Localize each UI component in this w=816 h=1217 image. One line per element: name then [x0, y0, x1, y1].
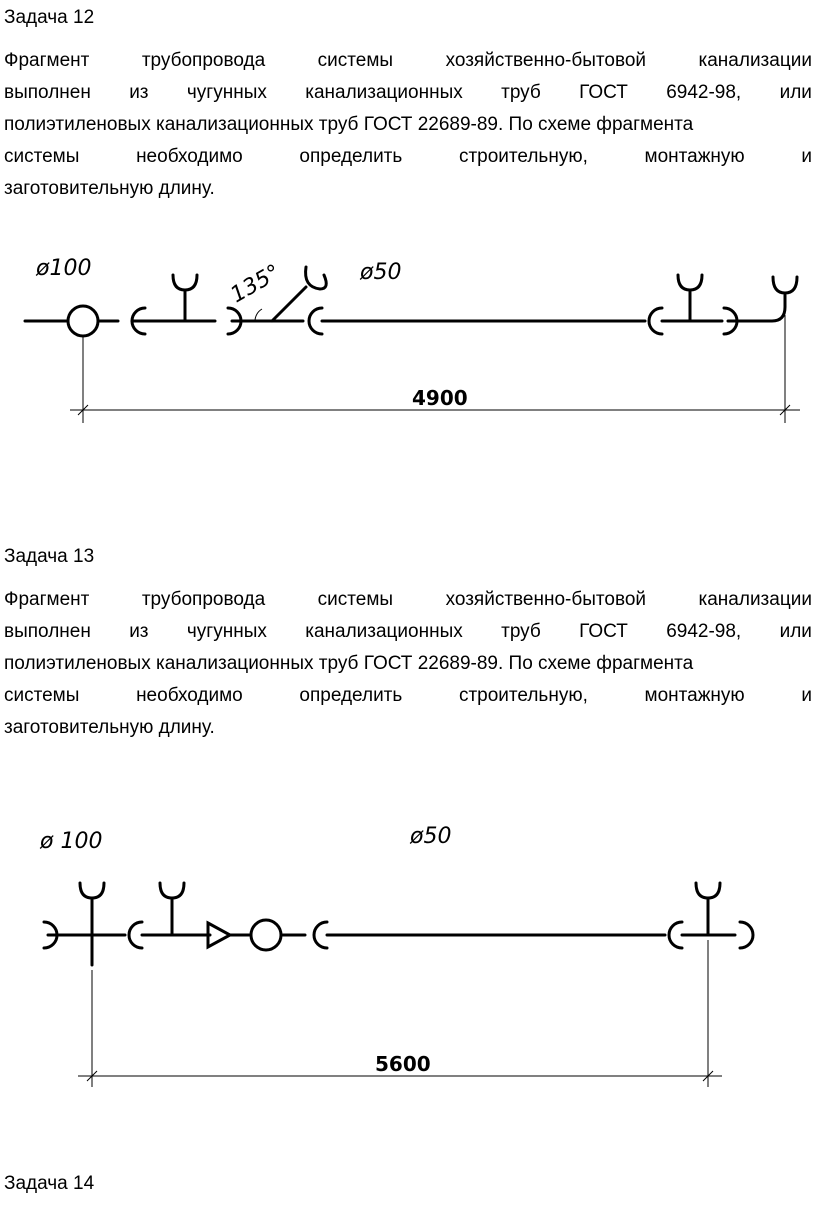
- word: ГОСТ: [579, 621, 628, 642]
- dimension-tick: [77, 404, 89, 416]
- diameter-label-right: ø50: [409, 824, 451, 849]
- task-12-diagram: 135° ø100 ø50 4900: [23, 256, 800, 423]
- socket-joint: [312, 920, 329, 950]
- socket-joint: [127, 920, 144, 950]
- dimension-label: 5600: [375, 1052, 431, 1076]
- diameter-label-left: ø100: [35, 256, 91, 281]
- dimension-tick: [702, 1070, 714, 1082]
- socket-joint: [307, 306, 324, 336]
- angle-arc: [254, 308, 263, 322]
- word: определить: [299, 685, 403, 706]
- word: необходимо: [136, 685, 243, 706]
- word: 6942-98,: [666, 82, 742, 103]
- word: хозяйственно-бытовой: [445, 589, 646, 610]
- diameter-label-left: ø 100: [39, 829, 102, 854]
- task-14-heading: Задача 14: [4, 1173, 95, 1194]
- revision-circle: [249, 918, 283, 952]
- text-line: системы необходимо определить строительную,…: [4, 141, 812, 173]
- word: определить: [299, 146, 403, 167]
- word: системы: [4, 146, 80, 167]
- funnel-fitting: [771, 275, 799, 295]
- task-12-text: Фрагмент трубопровода системы хозяйственно-…: [4, 45, 812, 205]
- word: монтажную: [644, 146, 745, 167]
- word: Фрагмент: [4, 50, 90, 71]
- reducer-fitting: [206, 920, 234, 950]
- word: системы: [317, 50, 394, 71]
- funnel-fitting: [304, 265, 328, 291]
- text-line: выполнен из чугунных канализационных труб ГОС…: [4, 77, 812, 109]
- word: трубопровода: [141, 50, 266, 71]
- word: канализации: [698, 50, 812, 71]
- task-13-text: Фрагмент трубопровода системы хозяйственно-…: [4, 584, 812, 744]
- word: Фрагмент: [4, 589, 90, 610]
- funnel-fitting: [694, 881, 722, 900]
- socket-joint: [738, 920, 755, 950]
- word: выполнен: [4, 621, 91, 642]
- word: системы: [4, 685, 80, 706]
- word: хозяйственно-бытовой: [445, 50, 646, 71]
- word: монтажную: [644, 685, 745, 706]
- text-line: выполнен из чугунных канализационных труб ГОС…: [4, 616, 812, 648]
- word: канализационных: [305, 621, 463, 642]
- oblique-branch: [270, 285, 308, 323]
- word: или: [779, 621, 812, 642]
- word: чугунных: [186, 82, 267, 103]
- word: труб: [501, 82, 541, 103]
- word: строительную,: [458, 146, 588, 167]
- word: трубопровода: [141, 589, 266, 610]
- funnel-fitting: [171, 273, 199, 292]
- word: из: [129, 82, 149, 103]
- word: и: [801, 685, 812, 706]
- word: 6942-98,: [666, 621, 742, 642]
- word: из: [129, 621, 149, 642]
- word: ГОСТ: [579, 82, 628, 103]
- dimension-tick: [779, 404, 791, 416]
- word: канализации: [698, 589, 812, 610]
- text-line: Фрагмент трубопровода системы хозяйственно-…: [4, 45, 812, 77]
- word: выполнен: [4, 82, 91, 103]
- diameter-label-right: ø50: [359, 260, 401, 285]
- socket-joint: [647, 306, 664, 336]
- word: строительную,: [458, 685, 588, 706]
- task-13-diagram: ø 100 ø50 5600: [39, 824, 755, 1087]
- dimension-label: 4900: [412, 386, 468, 410]
- funnel-fitting: [676, 273, 704, 292]
- word: необходимо: [136, 146, 243, 167]
- word: или: [779, 82, 812, 103]
- dimension-tick: [86, 1070, 98, 1082]
- word: труб: [501, 621, 541, 642]
- word: чугунных: [186, 621, 267, 642]
- funnel-fitting: [78, 881, 106, 900]
- task-12-heading: Задача 12: [4, 7, 95, 28]
- elbow-bend: [726, 293, 787, 323]
- text-line: заготовительную длину.: [4, 717, 215, 738]
- text-line: заготовительную длину.: [4, 178, 215, 199]
- text-line: полиэтиленовых канализационных труб ГОСТ…: [4, 114, 694, 135]
- word: канализационных: [305, 82, 463, 103]
- text-line: Фрагмент трубопровода системы хозяйственно-…: [4, 584, 812, 616]
- text-line: системы необходимо определить строительную,…: [4, 680, 812, 712]
- word: системы: [317, 589, 394, 610]
- funnel-fitting: [158, 881, 186, 900]
- word: и: [801, 146, 812, 167]
- text-line: полиэтиленовых канализационных труб ГОСТ…: [4, 653, 694, 674]
- socket-joint: [667, 920, 684, 950]
- angle-label: 135°: [227, 260, 285, 308]
- task-13-heading: Задача 13: [4, 546, 95, 567]
- revision-circle: [66, 304, 100, 338]
